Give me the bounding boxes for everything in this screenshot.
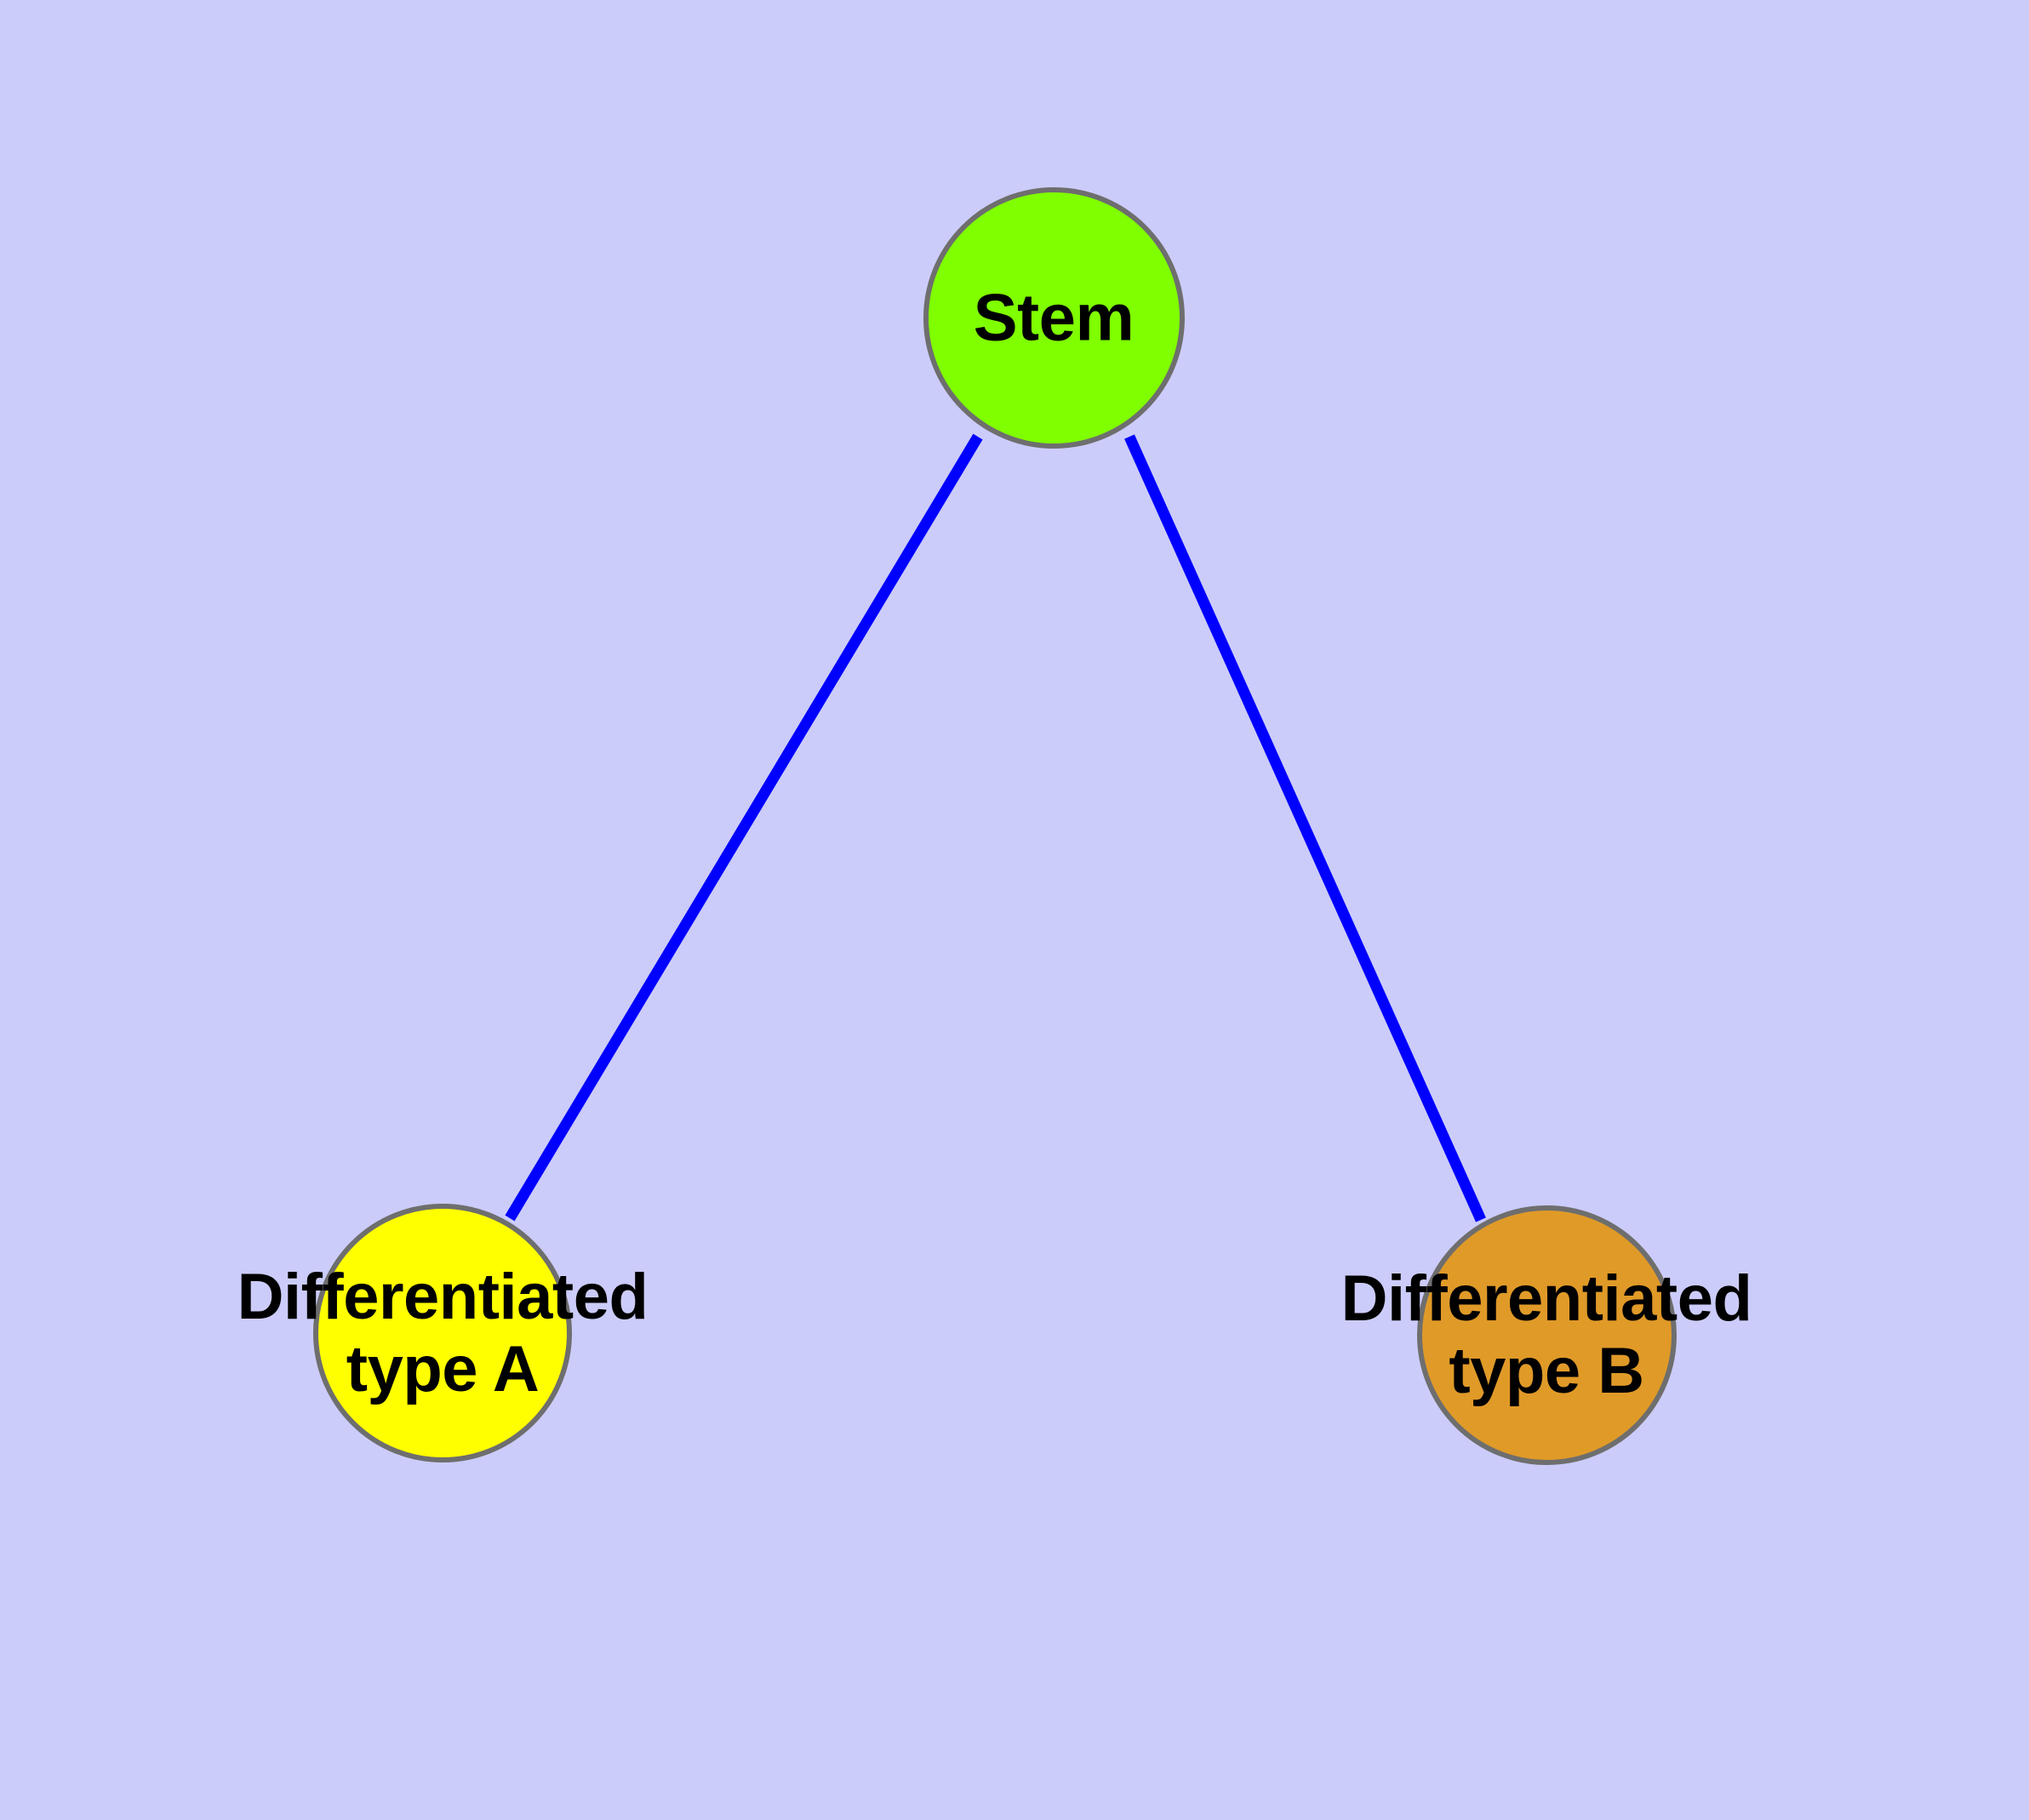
- node-stem[interactable]: Stem: [923, 186, 1185, 449]
- node-differentiated-type-b[interactable]: Differentiated type B: [1341, 1205, 1752, 1465]
- edge-stem-to-diff-b[interactable]: [1124, 434, 1486, 1222]
- node-stem-label: Stem: [973, 279, 1135, 355]
- edge-stem-to-diff-a[interactable]: [505, 433, 983, 1222]
- node-differentiated-type-a[interactable]: Differentiated type A: [237, 1204, 649, 1462]
